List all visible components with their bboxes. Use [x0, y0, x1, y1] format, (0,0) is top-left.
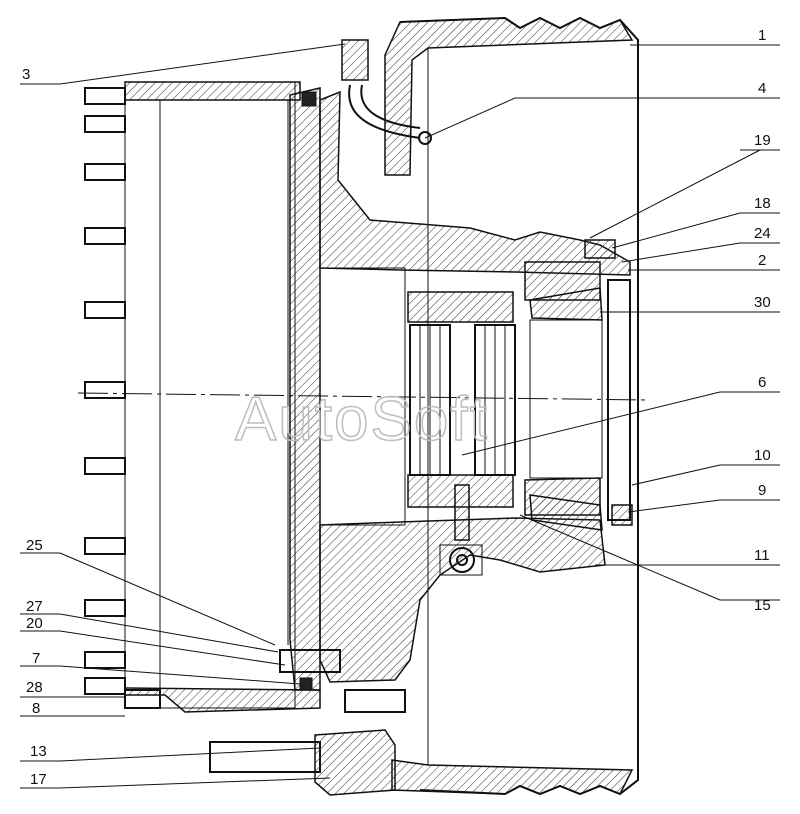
callout-19: 19 — [754, 132, 771, 149]
callout-labels: 1 4 19 18 24 2 30 6 10 9 11 15 3 25 27 2… — [22, 27, 771, 788]
axis-centerline — [77, 392, 651, 401]
callout-11: 11 — [754, 547, 770, 564]
callout-9: 9 — [758, 482, 766, 499]
brake-drum — [384, 16, 639, 796]
callout-8: 8 — [32, 700, 40, 717]
watermark: AutoSoft — [235, 385, 489, 454]
callout-10: 10 — [754, 447, 771, 464]
callout-30: 30 — [754, 294, 771, 311]
callout-13: 13 — [30, 743, 47, 760]
callout-18: 18 — [754, 195, 771, 212]
callout-28: 28 — [26, 679, 43, 696]
callout-2: 2 — [758, 252, 766, 269]
callout-27: 27 — [26, 598, 43, 615]
callout-25: 25 — [26, 537, 43, 554]
callout-17: 17 — [30, 771, 47, 788]
leader-lines — [20, 43, 780, 789]
callout-1: 1 — [758, 27, 766, 44]
callout-20: 20 — [26, 615, 43, 632]
air-tube — [341, 39, 432, 145]
callout-3: 3 — [22, 66, 30, 83]
bleeder-valve — [439, 484, 483, 576]
inner-bearing — [407, 291, 516, 508]
bottom-bolts — [209, 91, 406, 796]
callout-6: 6 — [758, 374, 766, 391]
callout-24: 24 — [754, 225, 771, 242]
callout-15: 15 — [754, 597, 771, 614]
outer-bearing — [524, 239, 633, 531]
callout-7: 7 — [32, 650, 40, 667]
wheel-studs — [84, 87, 161, 709]
callout-4: 4 — [758, 80, 766, 97]
